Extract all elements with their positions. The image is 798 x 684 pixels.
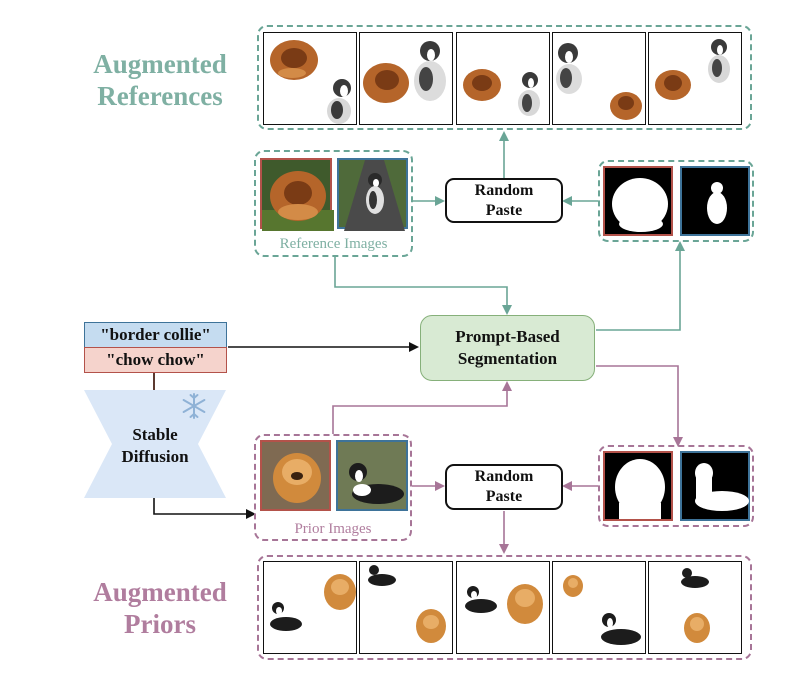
arrow-seg-to-priormasks xyxy=(596,365,683,447)
chow-chow-figure xyxy=(655,70,691,100)
snowflake-icon xyxy=(180,392,208,420)
prior-masks-box xyxy=(598,445,754,527)
prior-mask-collie xyxy=(680,451,750,521)
augmented-priors-title: Augmented Priors xyxy=(70,576,250,640)
segmentation-line1: Prompt-Based xyxy=(455,327,560,346)
chow-chow-figure xyxy=(262,171,334,231)
chow-mask-silhouette xyxy=(612,178,668,232)
chow-chow-figure xyxy=(416,609,446,643)
arrow-ref-to-seg xyxy=(334,257,512,315)
border-collie-figure xyxy=(465,586,497,613)
diffusion-line2: Diffusion xyxy=(121,447,189,466)
border-collie-figure xyxy=(327,79,351,124)
augmented-references-title: Augmented References xyxy=(70,48,250,112)
chow-chow-figure xyxy=(463,69,501,101)
prior-images-box xyxy=(254,434,412,541)
prior-image-collie xyxy=(336,440,408,511)
augmented-references-title-line1: Augmented xyxy=(93,49,227,79)
segmentation-line2: Segmentation xyxy=(457,349,558,368)
collie-mask-silhouette xyxy=(707,182,727,224)
prior-images-caption: Prior Images xyxy=(294,521,372,537)
augmented-reference-panel xyxy=(648,32,742,125)
reference-mask-chow xyxy=(603,166,673,236)
augmented-reference-panel xyxy=(263,32,357,125)
reference-images-caption: Reference Images xyxy=(279,236,388,252)
border-collie-figure xyxy=(556,43,582,94)
chow-mask-silhouette xyxy=(615,459,665,519)
border-collie-figure xyxy=(349,463,404,504)
chow-chow-figure xyxy=(324,574,356,610)
random-paste-top-line1: Random xyxy=(474,181,534,199)
chow-chow-figure xyxy=(610,92,642,120)
border-collie-figure xyxy=(270,602,302,631)
collie-mask-silhouette xyxy=(695,463,749,511)
reference-masks-box xyxy=(598,160,754,242)
chow-chow-figure xyxy=(563,575,583,597)
border-collie-figure xyxy=(518,72,540,116)
prior-image-chow xyxy=(260,440,331,511)
augmented-reference-panel xyxy=(359,32,453,125)
prior-mask-chow xyxy=(603,451,673,521)
border-collie-figure xyxy=(414,41,446,101)
border-collie-figure xyxy=(344,160,405,231)
chow-chow-figure xyxy=(507,584,543,624)
augmented-prior-panel xyxy=(648,561,742,654)
border-collie-figure xyxy=(708,39,730,83)
random-paste-top-line2: Paste xyxy=(485,201,523,219)
chow-chow-figure xyxy=(684,613,710,643)
chow-chow-figure xyxy=(270,40,318,80)
reference-mask-collie xyxy=(680,166,750,236)
augmented-priors-box xyxy=(257,555,752,660)
chow-chow-figure xyxy=(273,453,321,503)
prompt-chow-chow: "chow chow" xyxy=(84,347,227,373)
diffusion-line1: Stable xyxy=(132,425,178,444)
augmented-prior-panel xyxy=(263,561,357,654)
border-collie-figure xyxy=(368,565,396,586)
chow-chow-figure xyxy=(363,63,409,103)
arrow-seg-to-refmasks xyxy=(596,241,685,331)
border-collie-figure xyxy=(681,568,709,588)
augmented-references-box xyxy=(257,25,752,130)
augmented-references-title-line2: References xyxy=(97,81,223,111)
augmented-prior-panel xyxy=(552,561,646,654)
random-paste-bottom-line2: Paste xyxy=(485,488,523,505)
augmented-reference-panel xyxy=(456,32,550,125)
augmented-prior-panel xyxy=(456,561,550,654)
border-collie-figure xyxy=(601,613,641,645)
augmented-priors-title-line1: Augmented xyxy=(93,577,227,607)
augmented-priors-title-line2: Priors xyxy=(124,609,196,639)
augmented-reference-panel xyxy=(552,32,646,125)
reference-image-chow xyxy=(260,158,334,231)
arrow-prior-to-seg xyxy=(332,381,512,434)
reference-image-collie xyxy=(337,158,408,231)
reference-images-box xyxy=(254,150,413,257)
random-paste-bottom-line1: Random xyxy=(474,468,534,485)
augmented-prior-panel xyxy=(359,561,453,654)
